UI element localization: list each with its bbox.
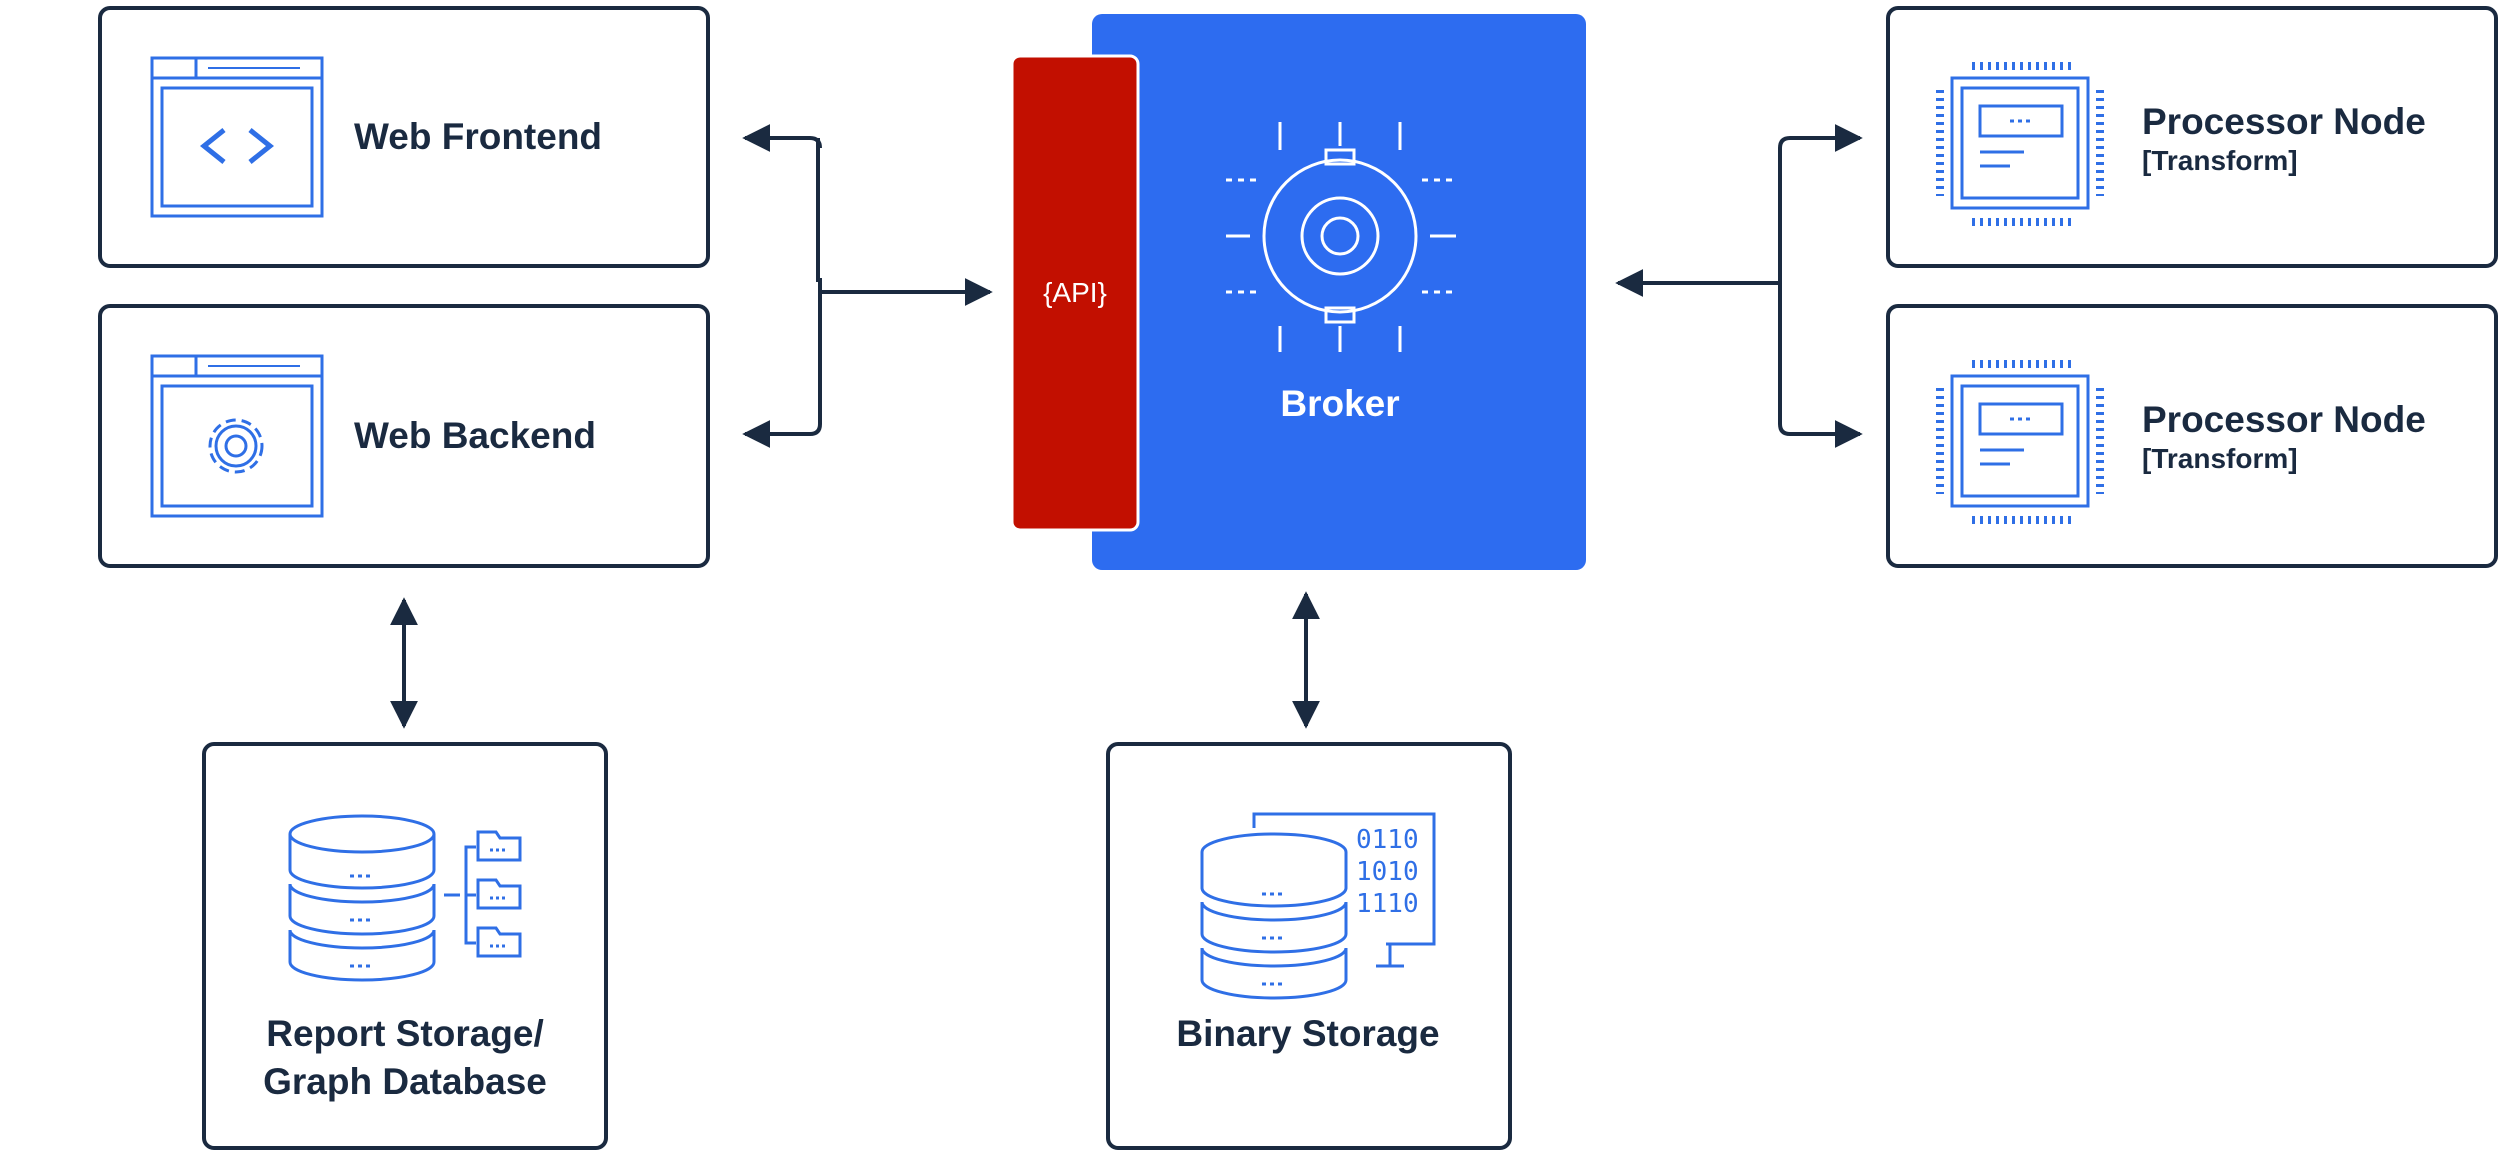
report-storage-label-line1: Report Storage/ [266,1013,544,1054]
processor-1-sublabel: [Transform] [2142,145,2298,176]
binary-storage-label: Binary Storage [1176,1013,1439,1054]
report-storage-label-line2: Graph Database [263,1061,547,1102]
connectors [390,124,1863,729]
processor-1-label: Processor Node [2142,101,2426,142]
api-node[interactable]: {API} [1010,54,1140,532]
arrow-backend [742,278,822,448]
processor-node-2[interactable]: Processor Node [Transform] [1886,304,2498,568]
binary-digits-row2: 1010 [1356,857,1419,887]
web-backend-node[interactable]: Web Backend [98,304,710,568]
database-binary-icon [1200,812,1436,1000]
cpu-chip-icon [1936,62,2104,226]
web-frontend-label: Web Frontend [354,116,602,157]
web-frontend-node[interactable]: Web Frontend [98,6,710,268]
report-storage-node[interactable]: Report Storage/ Graph Database [202,742,608,1150]
arrow-processor-1 [1778,124,1863,283]
binary-digits-row3: 1110 [1356,889,1419,919]
binary-storage-node[interactable]: 0110 1010 1110 Binary Storage [1106,742,1512,1150]
cpu-chip-icon [1936,360,2104,524]
binary-digits-row1: 0110 [1356,825,1419,855]
processor-node-1[interactable]: Processor Node [Transform] [1886,6,2498,268]
web-backend-label: Web Backend [354,415,596,456]
broker-node[interactable]: Broker [1092,14,1586,570]
processor-2-label: Processor Node [2142,399,2426,440]
api-label: {API} [1043,277,1107,308]
code-window-icon [150,56,324,218]
gear-window-icon [150,354,324,518]
database-folders-icon [288,814,522,982]
processor-2-sublabel: [Transform] [2142,443,2298,474]
broker-label: Broker [1280,383,1399,424]
arrow-processor-2 [1778,283,1863,448]
gear-icon [1226,122,1456,352]
arrow-frontend [742,124,822,152]
